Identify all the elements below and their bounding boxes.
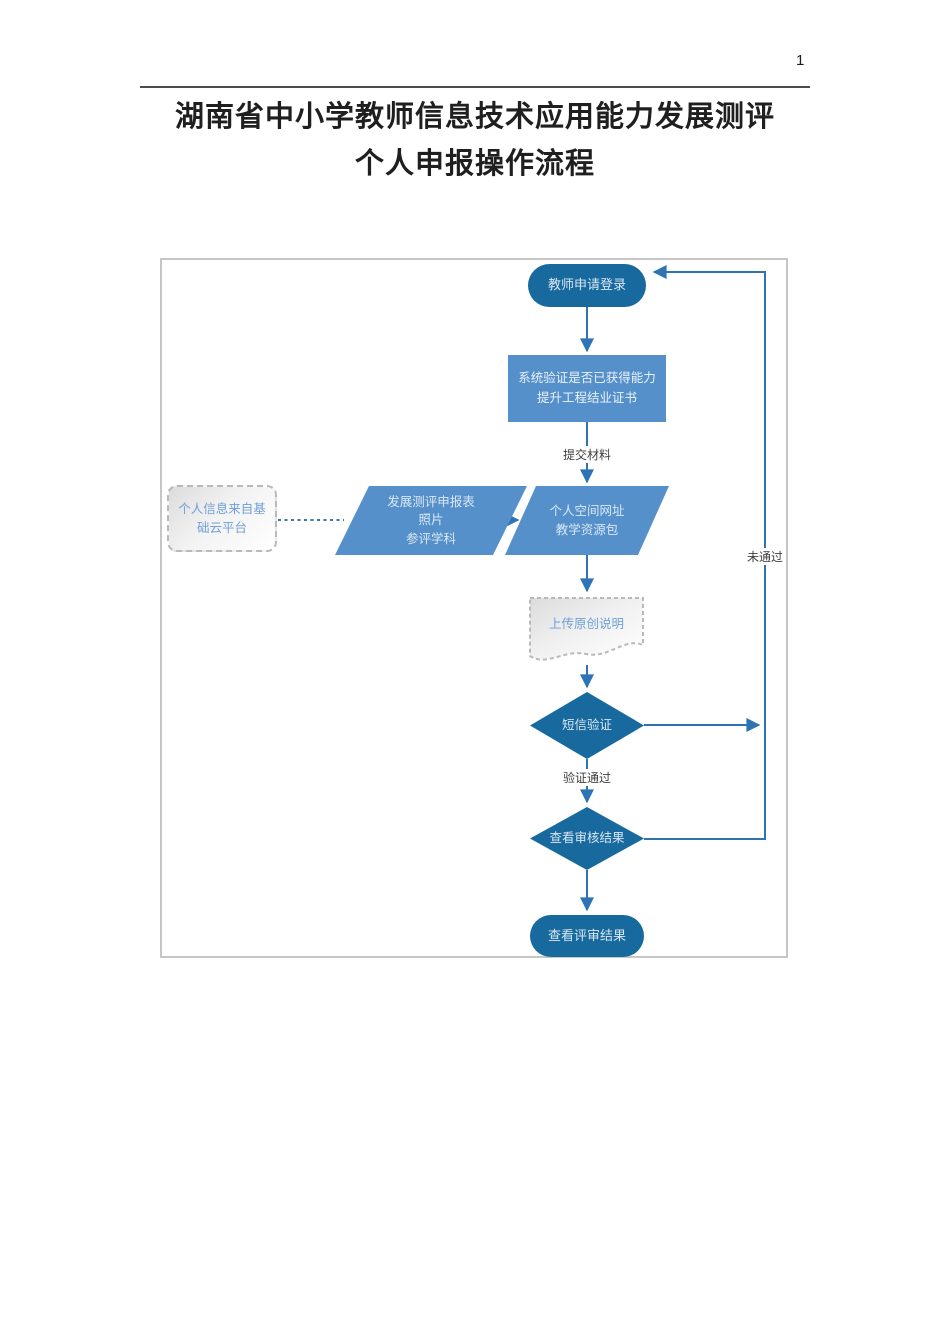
page-number: 1	[796, 52, 805, 69]
node-system-verify-cert: 系统验证是否已获得能力 提升工程结业证书	[508, 355, 666, 422]
document-shape-icon	[529, 597, 644, 661]
edge-label-verify-pass: 验证通过	[559, 769, 615, 786]
page-subtitle: 个人申报操作流程	[354, 148, 595, 180]
header-rule	[140, 86, 810, 88]
upload-statement-label: 上传原创说明	[548, 617, 624, 631]
node-teacher-login: 教师申请登录	[528, 264, 646, 307]
flowchart-canvas: 教师申请登录 系统验证是否已获得能力 提升工程结业证书 个人信息来自基 础云平台…	[160, 258, 788, 958]
flow-connectors	[278, 265, 766, 912]
node-application-form: 发展测评申报表 照片 参评学科	[335, 486, 527, 555]
edge-label-submit-materials: 提交材料	[559, 446, 615, 463]
node-cloud-info: 个人信息来自基 础云平台	[167, 485, 277, 552]
node-personal-space: 个人空间网址 教学资源包	[505, 486, 669, 555]
edge-label-not-pass: 未通过	[743, 548, 787, 565]
node-final-result: 查看评审结果	[530, 915, 644, 957]
page-title: 湖南省中小学教师信息技术应用能力发展测评	[174, 101, 775, 133]
node-upload-statement: 上传原创说明	[529, 597, 644, 665]
node-sms-verify: 短信验证	[530, 692, 644, 759]
node-review-result: 查看审核结果	[530, 807, 644, 870]
